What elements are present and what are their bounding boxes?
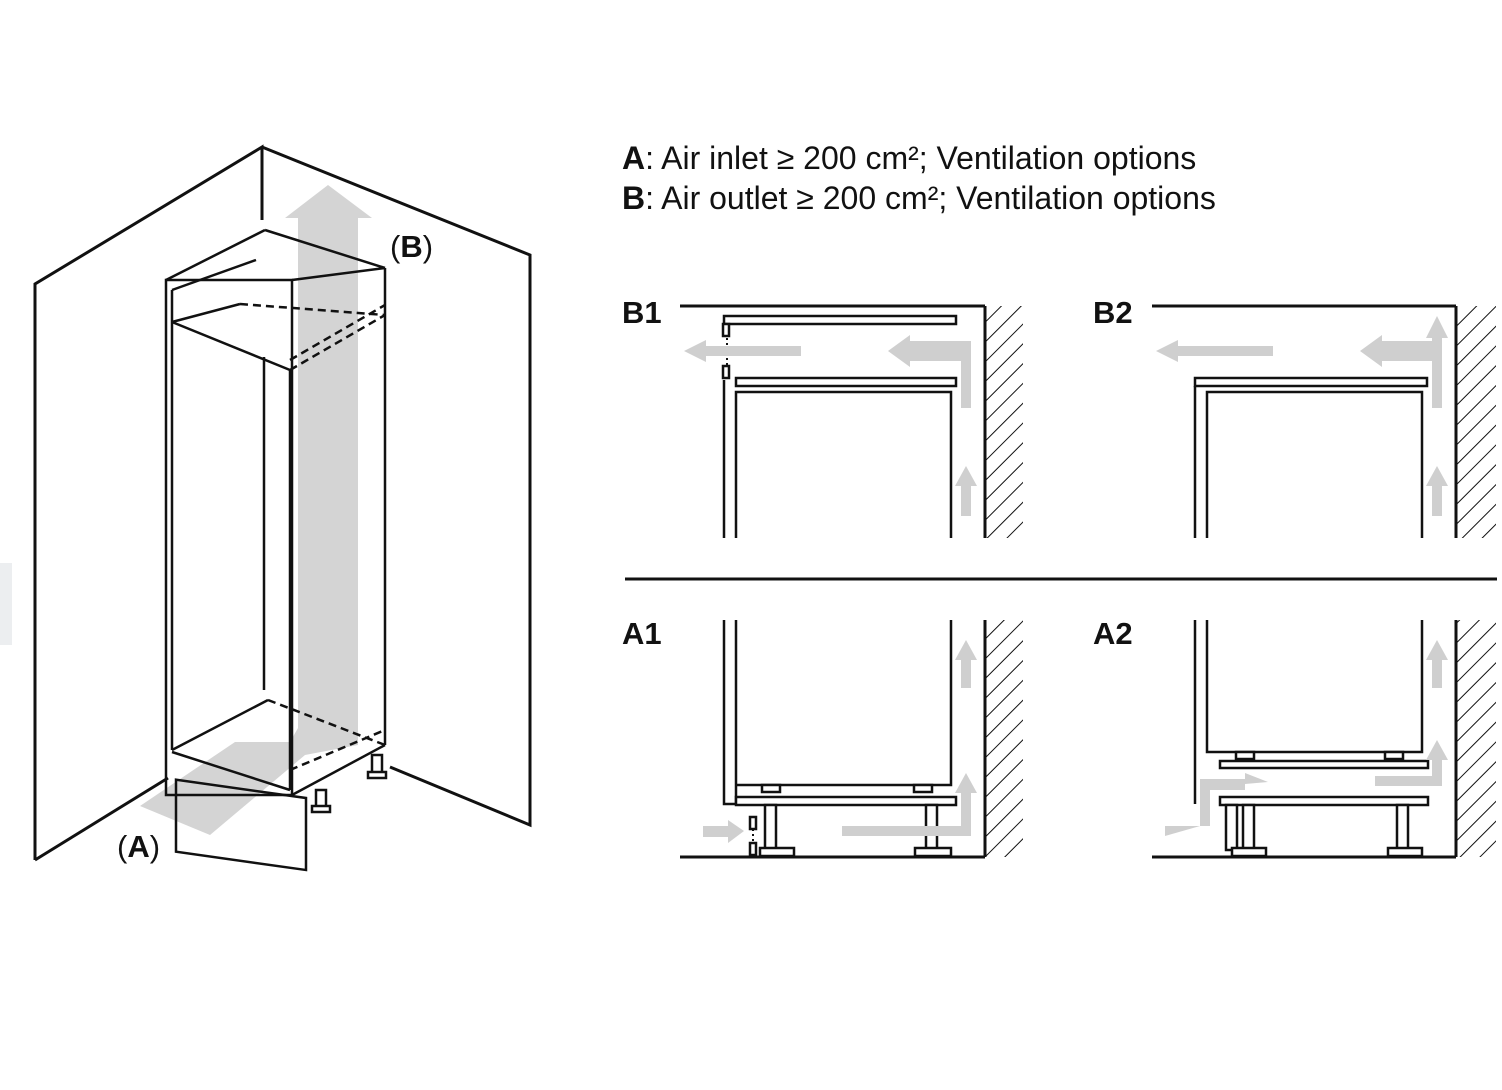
panel-label-a2: A2 — [1093, 616, 1133, 651]
panel-label-b1: B1 — [622, 295, 662, 330]
legend: A: Air inlet ≥ 200 cm²; Ventilation opti… — [622, 140, 1216, 216]
callout-b: (B) — [390, 229, 433, 264]
cabinet-perspective: (B) (A) — [33, 144, 532, 872]
callout-a: (A) — [117, 829, 160, 864]
cabinet-foot — [366, 770, 388, 780]
airflow-arrows-a1 — [703, 640, 977, 843]
cabinet-foot — [370, 753, 384, 775]
panel-b1: B1 — [622, 295, 1023, 538]
panel-a1: A1 — [622, 616, 1023, 859]
wall-hatch — [985, 306, 1023, 538]
airflow-arrow-main — [140, 185, 372, 835]
legend-line-b: B: Air outlet ≥ 200 cm²; Ventilation opt… — [622, 180, 1216, 216]
cabinet-front — [164, 278, 294, 797]
wall-hatch — [985, 620, 1023, 857]
floor-edge — [34, 776, 169, 862]
panel-label-a1: A1 — [622, 616, 662, 651]
left-wall — [33, 144, 264, 860]
airflow-arrows-b1 — [684, 335, 977, 516]
cabinet-plinth — [174, 778, 308, 872]
panel-label-b2: B2 — [1093, 295, 1133, 330]
panel-a2: A2 — [1093, 616, 1496, 859]
airflow-arrows-a2 — [1165, 640, 1448, 836]
wall-hatch — [1456, 620, 1496, 857]
cabinet-foot — [310, 804, 332, 814]
legend-line-a: A: Air inlet ≥ 200 cm²; Ventilation opti… — [622, 140, 1196, 176]
edge-tab — [0, 563, 12, 645]
panel-b2: B2 — [1093, 295, 1496, 538]
airflow-arrows-b2 — [1156, 316, 1448, 516]
right-wall — [261, 145, 532, 828]
wall-hatch — [1456, 306, 1496, 538]
